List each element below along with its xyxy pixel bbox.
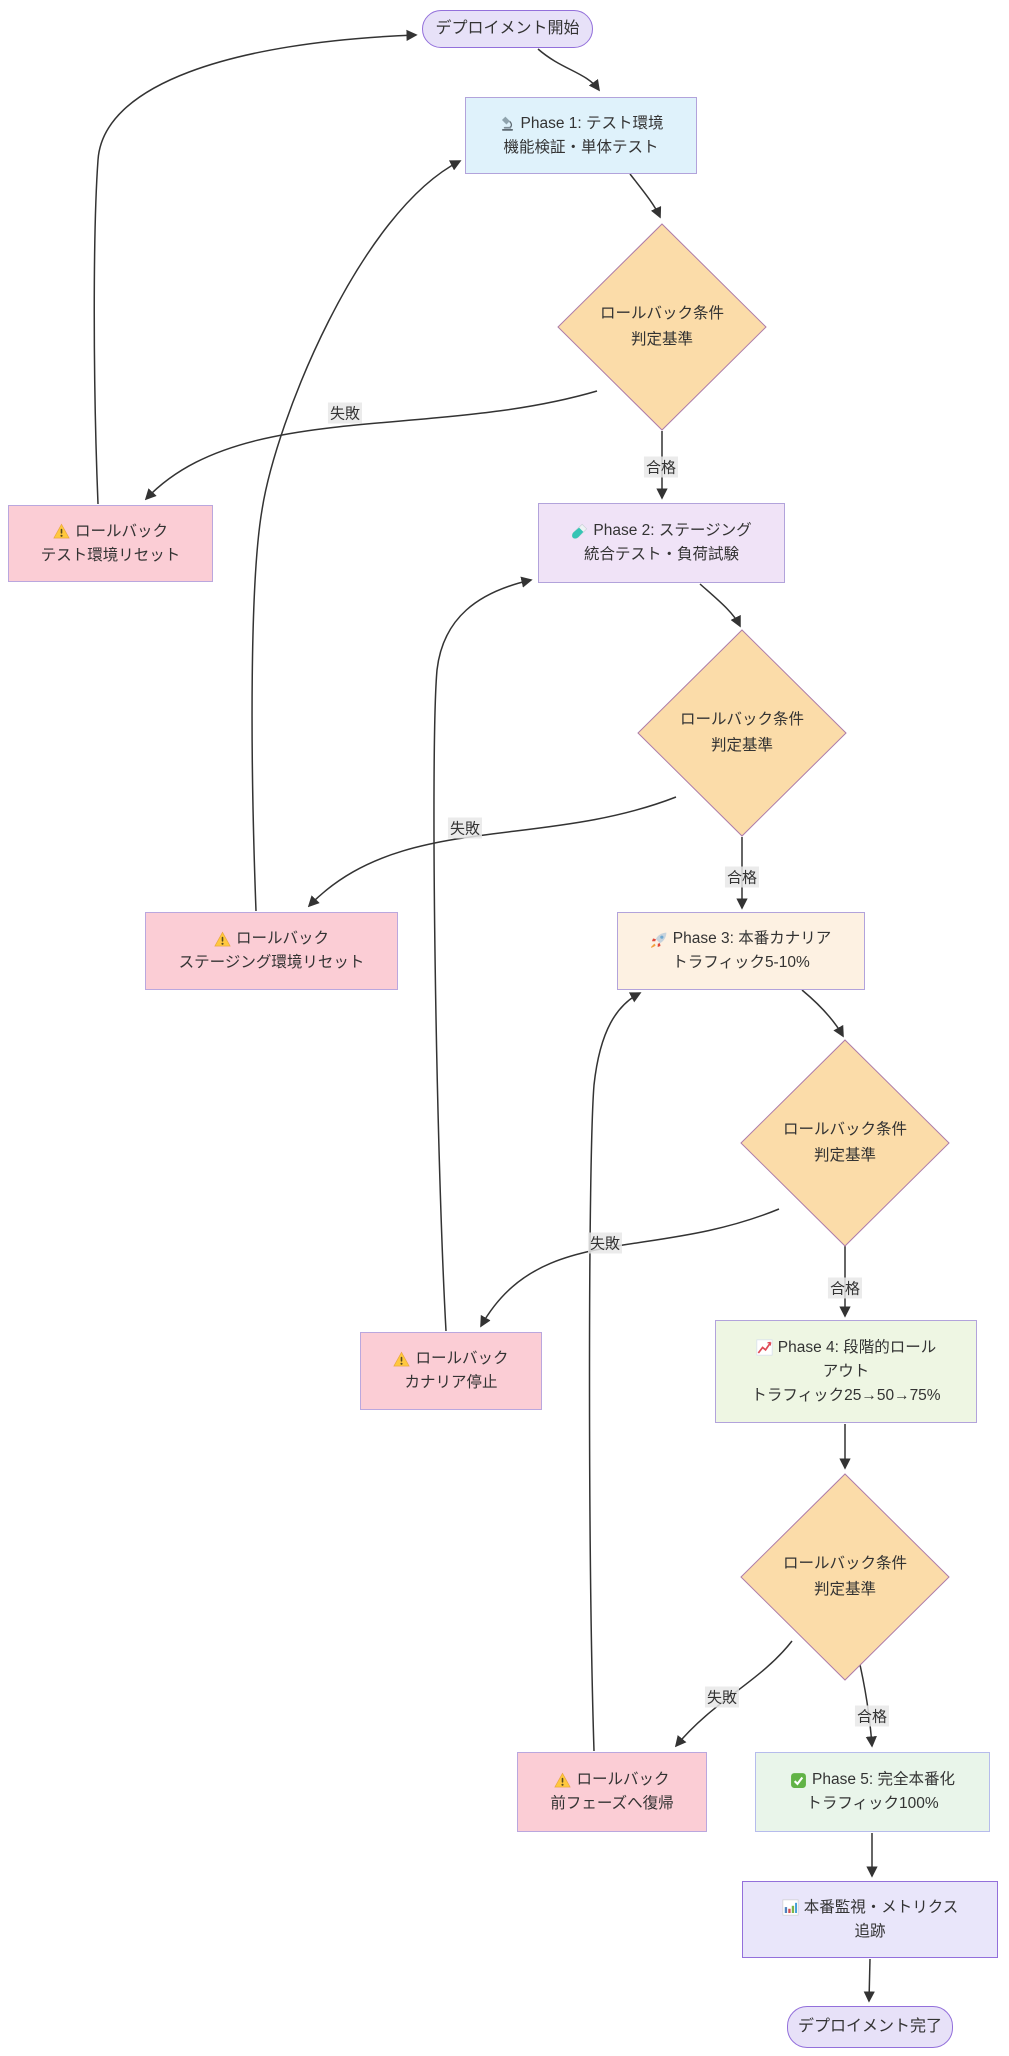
phase5-line2: トラフィック100% bbox=[806, 1795, 939, 1812]
edge-label-fail-3: 失敗 bbox=[587, 1232, 623, 1254]
start-label: デプロイメント開始 bbox=[435, 20, 580, 37]
rocket-icon bbox=[650, 931, 668, 948]
node-end: デプロイメント完了 bbox=[787, 2006, 953, 2048]
check-mark-icon bbox=[790, 1772, 807, 1789]
rollback-prev-line1: ロールバック bbox=[576, 1771, 670, 1788]
rollback-staging-line1: ロールバック bbox=[235, 930, 329, 947]
node-rollback-prev: ロールバック 前フェーズへ復帰 bbox=[517, 1752, 707, 1832]
node-rollback-canary: ロールバック カナリア停止 bbox=[360, 1332, 542, 1410]
monitor-line2: 追跡 bbox=[854, 1922, 886, 1940]
microscope-icon bbox=[499, 115, 516, 132]
chart-increasing-icon bbox=[756, 1339, 773, 1356]
node-decision3: ロールバック条件 判定基準 bbox=[740, 1039, 950, 1247]
edge-phase3-to-decision3 bbox=[801, 989, 844, 1038]
end-label: デプロイメント完了 bbox=[797, 2018, 942, 2035]
rollback-staging-line2: ステージング環境リセット bbox=[178, 954, 365, 971]
node-start: デプロイメント開始 bbox=[422, 10, 593, 48]
rollback-prev-line2: 前フェーズへ復帰 bbox=[550, 1795, 674, 1812]
phase4-line1: Phase 4: 段階的ロール bbox=[777, 1338, 937, 1356]
edge-rollback-canary-to-phase2 bbox=[433, 576, 533, 1332]
node-monitor: 本番監視・メトリクス 追跡 bbox=[742, 1881, 998, 1958]
edge-decision3-fail bbox=[480, 1208, 780, 1328]
phase1-line2: 機能検証・単体テスト bbox=[503, 138, 659, 156]
rollback-canary-line1: ロールバック bbox=[415, 1350, 509, 1367]
decision2-line1: ロールバック条件 bbox=[679, 711, 804, 728]
node-decision1: ロールバック条件 判定基準 bbox=[557, 223, 767, 431]
edge-rollback-staging-to-phase1 bbox=[251, 160, 462, 912]
edge-decision2-fail bbox=[307, 796, 677, 908]
warning-icon bbox=[214, 931, 231, 948]
phase4-line2: アウト bbox=[822, 1362, 870, 1380]
phase4-line3: トラフィック25→50→75% bbox=[751, 1386, 941, 1404]
edge-label-fail-4: 失敗 bbox=[704, 1686, 740, 1708]
node-phase4: Phase 4: 段階的ロール アウト トラフィック25→50→75% bbox=[715, 1320, 977, 1423]
node-phase3: Phase 3: 本番カナリア トラフィック5-10% bbox=[617, 912, 865, 990]
node-phase2: Phase 2: ステージング 統合テスト・負荷試験 bbox=[538, 503, 785, 583]
phase5-line1: Phase 5: 完全本番化 bbox=[812, 1771, 955, 1788]
decision1-line2: 判定基準 bbox=[630, 331, 693, 348]
phase2-line1: Phase 2: ステージング bbox=[593, 522, 752, 539]
edge-rollback-test-to-start bbox=[93, 29, 418, 505]
decision4-line1: ロールバック条件 bbox=[782, 1555, 907, 1572]
bar-chart-icon bbox=[782, 1899, 799, 1916]
edge-label-pass-4: 合格 bbox=[854, 1705, 890, 1727]
edge-label-pass-2: 合格 bbox=[724, 866, 760, 888]
test-tube-icon bbox=[571, 523, 588, 540]
edge-phase2-to-decision2 bbox=[699, 583, 741, 628]
decision3-line2: 判定基準 bbox=[813, 1147, 876, 1164]
edge-label-fail-2: 失敗 bbox=[447, 817, 483, 839]
warning-icon bbox=[554, 1772, 572, 1789]
edge-label-pass-1: 合格 bbox=[643, 456, 679, 478]
phase3-line1: Phase 3: 本番カナリア bbox=[672, 930, 832, 947]
edge-monitor-to-end bbox=[863, 1958, 875, 2003]
decision4-line2: 判定基準 bbox=[813, 1581, 876, 1598]
monitor-line1: 本番監視・メトリクス bbox=[803, 1898, 959, 1916]
node-decision4: ロールバック条件 判定基準 bbox=[740, 1473, 950, 1681]
decision3-line1: ロールバック条件 bbox=[782, 1121, 907, 1138]
node-rollback-test: ロールバック テスト環境リセット bbox=[8, 505, 213, 582]
edge-label-fail-1: 失敗 bbox=[327, 402, 363, 424]
node-decision2: ロールバック条件 判定基準 bbox=[637, 629, 847, 837]
rollback-canary-line2: カナリア停止 bbox=[404, 1374, 498, 1391]
edge-phase1-to-decision1 bbox=[629, 173, 662, 219]
edge-rollback-prev-to-phase3 bbox=[588, 992, 642, 1752]
edge-label-pass-3: 合格 bbox=[827, 1277, 863, 1299]
node-rollback-staging: ロールバック ステージング環境リセット bbox=[145, 912, 398, 990]
edge-start-to-phase1 bbox=[537, 48, 600, 92]
phase3-line2: トラフィック5-10% bbox=[672, 954, 810, 971]
phase2-line2: 統合テスト・負荷試験 bbox=[583, 546, 739, 563]
edge-decision1-fail bbox=[144, 390, 598, 501]
node-phase1: Phase 1: テスト環境 機能検証・単体テスト bbox=[465, 97, 697, 174]
edge-decision4-pass bbox=[857, 1655, 877, 1748]
warning-icon bbox=[393, 1351, 411, 1368]
rollback-test-line2: テスト環境リセット bbox=[40, 546, 181, 564]
node-phase5: Phase 5: 完全本番化 トラフィック100% bbox=[755, 1752, 990, 1832]
warning-icon bbox=[53, 523, 70, 540]
rollback-test-line1: ロールバック bbox=[74, 522, 168, 540]
decision2-line2: 判定基準 bbox=[710, 737, 773, 754]
decision1-line1: ロールバック条件 bbox=[599, 305, 724, 322]
phase1-line1: Phase 1: テスト環境 bbox=[520, 114, 664, 132]
